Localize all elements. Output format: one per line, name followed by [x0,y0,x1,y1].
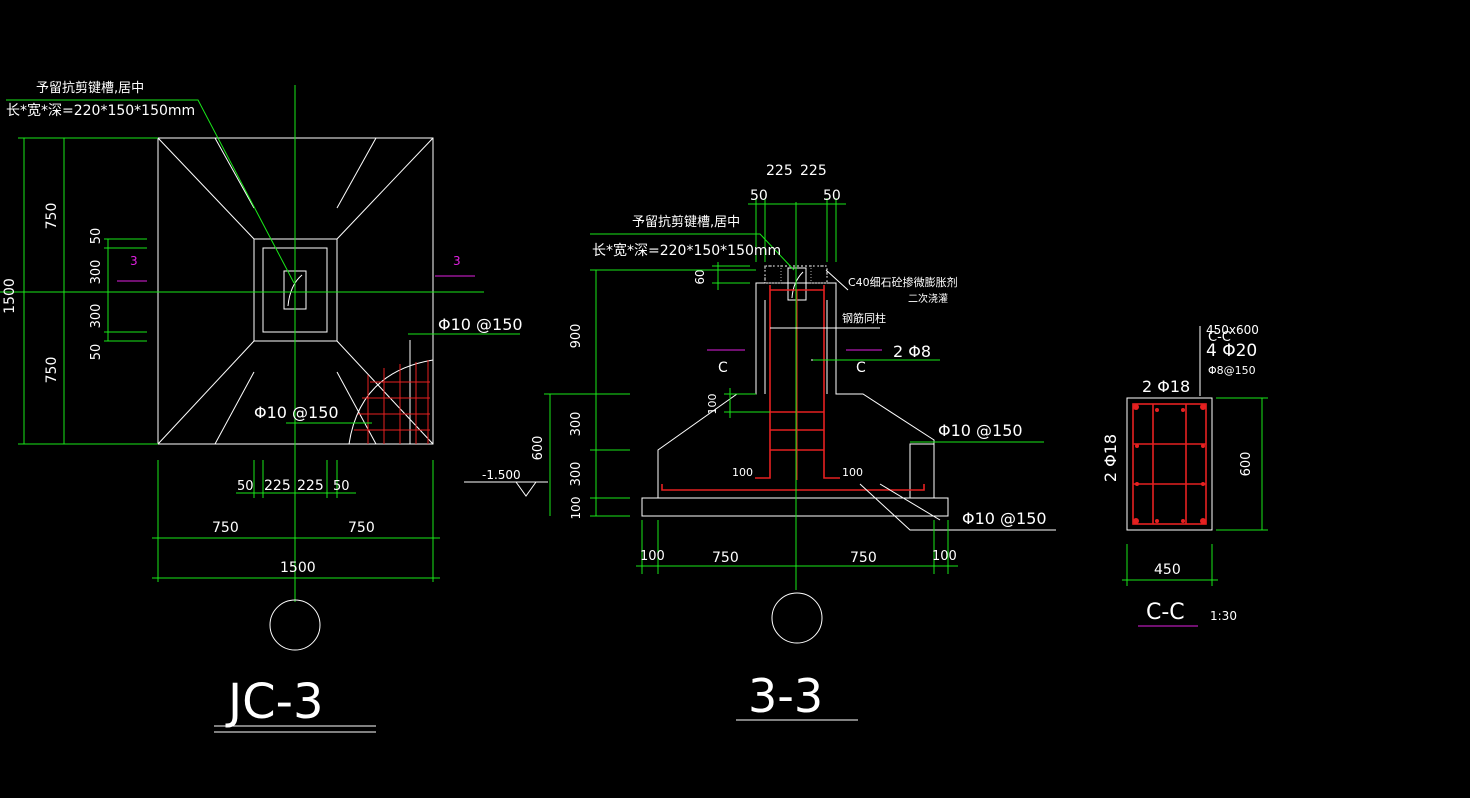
concrete-note: C40细石砼掺微膨胀剂 [848,275,958,289]
axis-bubble [771,592,823,644]
section-title: 3-3 [748,669,823,723]
dim-900: 900 [569,324,584,349]
cc-top-rebar: 2 Φ18 [1142,377,1190,396]
cc-column [1126,397,1213,531]
dim-top-225a: 225 [766,163,793,179]
cc-dim-height: 600 [1239,452,1254,477]
slope-line [336,340,434,445]
dim-top-225b: 225 [800,163,827,179]
section-note-2: 长*宽*深=220*150*150mm [592,242,781,259]
slope-line [214,371,255,445]
dim-inner-300b: 300 [89,304,104,329]
anchor-100-right: 100 [842,466,863,479]
rebar-phi10-right: Φ10 @150 [938,421,1023,440]
slope-line [336,371,377,445]
dim-bottom-100b: 100 [932,549,957,564]
slope-line [157,340,255,445]
plan-title: JC-3 [225,674,324,730]
dim-bottom-50a: 50 [237,479,254,494]
shear-key-curve [287,274,303,307]
dim-bottom-total: 1500 [280,560,316,576]
slope-line [157,137,255,240]
rebar-label-bottom: Φ10 @150 [254,403,339,422]
rebar-label-top: Φ10 @150 [438,315,523,334]
dim-300b: 300 [569,462,584,487]
dim-inner-300a: 300 [89,260,104,285]
rebar-grid [354,360,430,444]
dim-top-50a: 50 [750,188,768,204]
cc-head-line-4: Φ8@150 [1208,364,1256,377]
cc-dim-width: 450 [1154,562,1181,578]
dim-inner-50b: 50 [89,344,104,361]
dim-bottom-50b: 50 [333,479,350,494]
section-c-left: C [718,360,728,376]
dim-bottom-750a: 750 [712,550,739,566]
column-rebar [661,285,925,491]
dim-bottom-750b: 750 [850,550,877,566]
cc-title: C-C [1146,600,1185,625]
slope-line [336,137,377,209]
cc-header: 450x600 4 Φ20 Φ8@150 [1206,323,1259,377]
cc-ties [1133,404,1206,524]
dim-bottom-750a: 750 [212,520,239,536]
cc-side-rebar: 2 Φ18 [1101,434,1120,482]
dim-100-bottom: 100 [569,497,583,520]
anchor-100-left: 100 [732,466,753,479]
dim-inner-50a: 50 [89,228,104,245]
cc-bars [1133,404,1206,524]
section-3-3: 225 225 50 50 予留抗剪键槽,居中 长*宽*深=220*150*15… [464,163,1056,723]
section-c-right: C [856,360,866,376]
cc-head-1: C-C [1208,330,1231,345]
axis-bubble [269,599,321,651]
cc-head-line-3: 4 Φ20 [1206,341,1257,361]
dim-bottom-225a: 225 [264,478,291,494]
cc-scale: 1:30 [1210,609,1237,623]
dim-60: 60 [693,269,707,284]
dim-bottom-100a: 100 [640,549,665,564]
base-slab [641,497,949,517]
section-mark-left: 3 [130,254,138,268]
dim-100-mid: 100 [706,394,719,415]
section-mark-right: 3 [453,254,461,268]
dim-left-top: 750 [44,203,60,230]
dim-bottom-225b: 225 [297,478,324,494]
note-line-1: 予留抗剪键槽,居中 [36,80,144,96]
concrete-note-2: 二次浇灌 [908,292,948,305]
rebar-quarter-arc [348,359,434,445]
dim-600: 600 [531,436,546,461]
rebar-2phi8: 2 Φ8 [893,342,931,361]
elev-label: -1.500 [482,468,521,482]
rebar-phi10-bottom: Φ10 @150 [962,509,1047,528]
dim-300a: 300 [569,412,584,437]
plan-view-jc3: 予留抗剪键槽,居中 长*宽*深=220*150*150mm 3 3 1500 7… [0,80,523,733]
column-note: 钢筋同柱 [842,311,886,325]
dim-left-total: 1500 [2,278,18,314]
dim-bottom-750b: 750 [348,520,375,536]
section-note-1: 予留抗剪键槽,居中 [632,214,740,230]
dim-top-50b: 50 [823,188,841,204]
cc-stirrup [1132,403,1207,525]
cc-head-line-2: 450x600 [1206,323,1259,337]
slope-line [336,137,434,240]
slope-line [214,137,255,209]
dim-left-bottom: 750 [44,357,60,384]
note-leader [6,99,295,284]
note-line-2: 长*宽*深=220*150*150mm [6,102,195,119]
section-c-c: C-C 450x600 2 Φ18 2 Φ18 [1101,326,1268,627]
